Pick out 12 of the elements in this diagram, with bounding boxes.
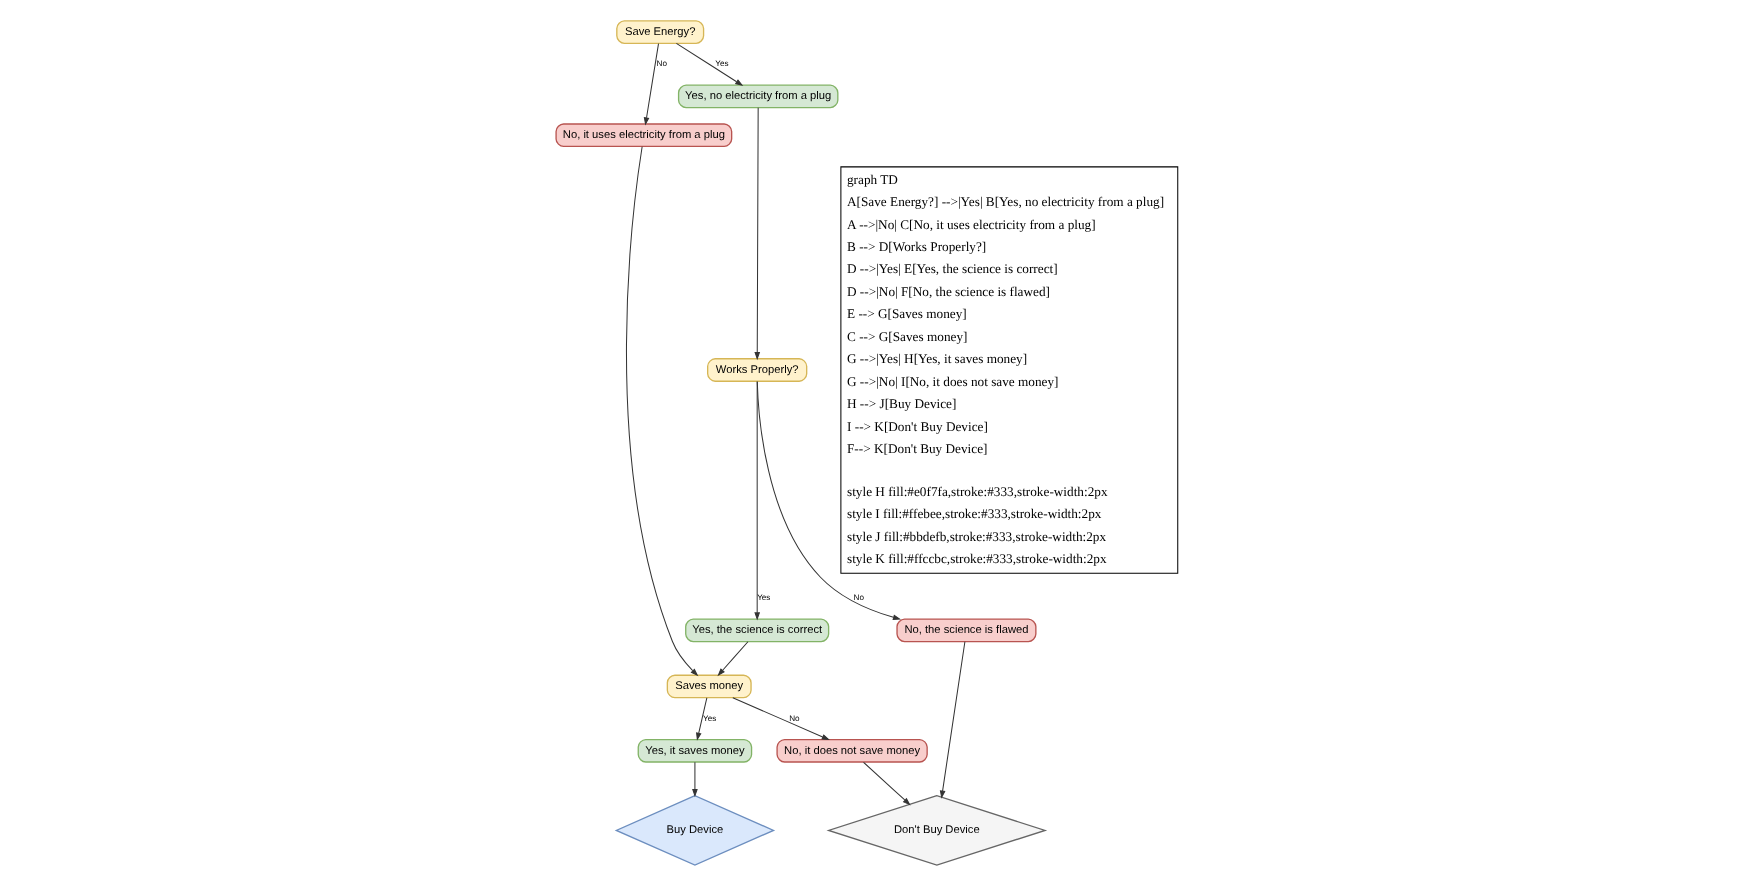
arrow [753, 107, 760, 361]
arrow [716, 641, 748, 677]
arrow [731, 697, 829, 741]
arrow [695, 697, 707, 741]
arrow [624, 146, 698, 677]
arrow [691, 761, 697, 798]
arrow [642, 43, 659, 126]
arrow [755, 381, 901, 621]
arrow [862, 761, 910, 806]
arrow [753, 380, 760, 621]
arrow [674, 42, 743, 86]
arrow [938, 641, 965, 799]
